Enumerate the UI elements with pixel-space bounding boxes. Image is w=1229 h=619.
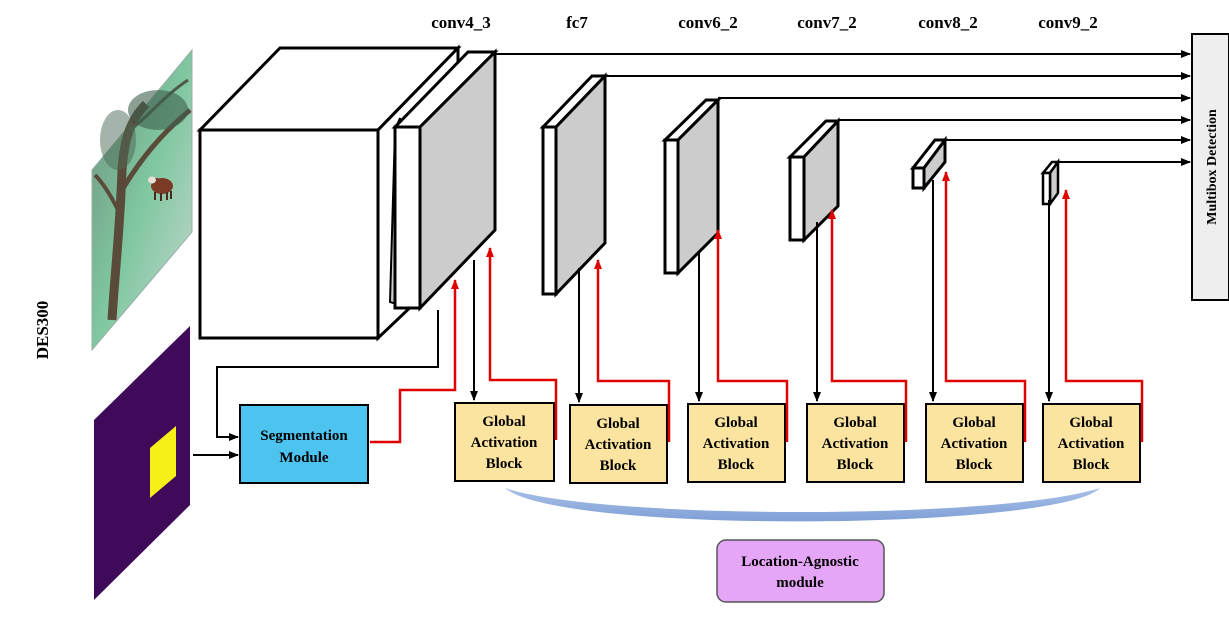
multibox-label: Multibox Detection <box>1205 109 1220 225</box>
layer-label-conv6_2: conv6_2 <box>678 13 738 32</box>
gab-block-5: Global Activation Block <box>925 403 1024 483</box>
segmentation-label-line1: Segmentation <box>260 428 348 444</box>
svg-text:Activation: Activation <box>822 436 889 452</box>
gab-block-2: Global Activation Block <box>569 404 668 484</box>
svg-text:Activation: Activation <box>703 436 770 452</box>
segmentation-label-line2: Module <box>279 450 329 466</box>
feature-map-conv9_2 <box>1040 158 1061 208</box>
segmentation-module: Segmentation Module <box>239 404 369 484</box>
feature-map-conv8_2 <box>909 135 948 193</box>
svg-text:Global: Global <box>596 416 639 432</box>
svg-text:Activation: Activation <box>585 437 652 453</box>
location-agnostic-line2: module <box>776 575 824 591</box>
input-image <box>91 48 193 352</box>
location-agnostic-module: Location-Agnostic module <box>716 539 885 603</box>
svg-text:Block: Block <box>718 457 755 473</box>
feature-map-fc7 <box>539 72 609 298</box>
feature-to-gab-arrows <box>470 180 1053 403</box>
layer-label-fc7: fc7 <box>566 13 588 32</box>
svg-text:Activation: Activation <box>1058 436 1125 452</box>
layer-label-conv9_2: conv9_2 <box>1038 13 1098 32</box>
segmentation-to-conv4_3-arrow <box>370 279 459 444</box>
segmentation-mask <box>94 326 190 600</box>
svg-text:Global: Global <box>482 414 525 430</box>
gab-block-3: Global Activation Block <box>687 403 786 483</box>
location-agnostic-band <box>505 488 1100 522</box>
feature-map-conv4_3 <box>391 48 499 312</box>
base-to-segmentation-arrow <box>216 310 439 441</box>
gab-to-feature-arrows <box>486 171 1144 442</box>
svg-text:Global: Global <box>952 415 995 431</box>
feature-map-conv6_2 <box>661 96 722 277</box>
layer-label-conv4_3: conv4_3 <box>431 13 491 32</box>
svg-text:Block: Block <box>600 458 637 474</box>
svg-text:Block: Block <box>486 456 523 472</box>
svg-text:Block: Block <box>956 457 993 473</box>
gab-block-1: Global Activation Block <box>454 402 555 482</box>
layer-label-conv7_2: conv7_2 <box>797 13 857 32</box>
gab-block-4: Global Activation Block <box>806 403 905 483</box>
location-agnostic-line1: Location-Agnostic <box>741 554 859 570</box>
svg-text:Global: Global <box>1069 415 1112 431</box>
layer-label-conv8_2: conv8_2 <box>918 13 978 32</box>
svg-text:Block: Block <box>1073 457 1110 473</box>
svg-text:Global: Global <box>714 415 757 431</box>
gab-block-6: Global Activation Block <box>1042 403 1141 483</box>
svg-text:Activation: Activation <box>941 436 1008 452</box>
cow-figure <box>148 176 173 201</box>
multibox-detection-box: Multibox Detection <box>1191 33 1229 301</box>
model-label: DES300 <box>33 301 52 360</box>
svg-text:Global: Global <box>833 415 876 431</box>
svg-text:Block: Block <box>837 457 874 473</box>
multibox-arrows <box>495 50 1191 166</box>
svg-text:Activation: Activation <box>471 435 538 451</box>
